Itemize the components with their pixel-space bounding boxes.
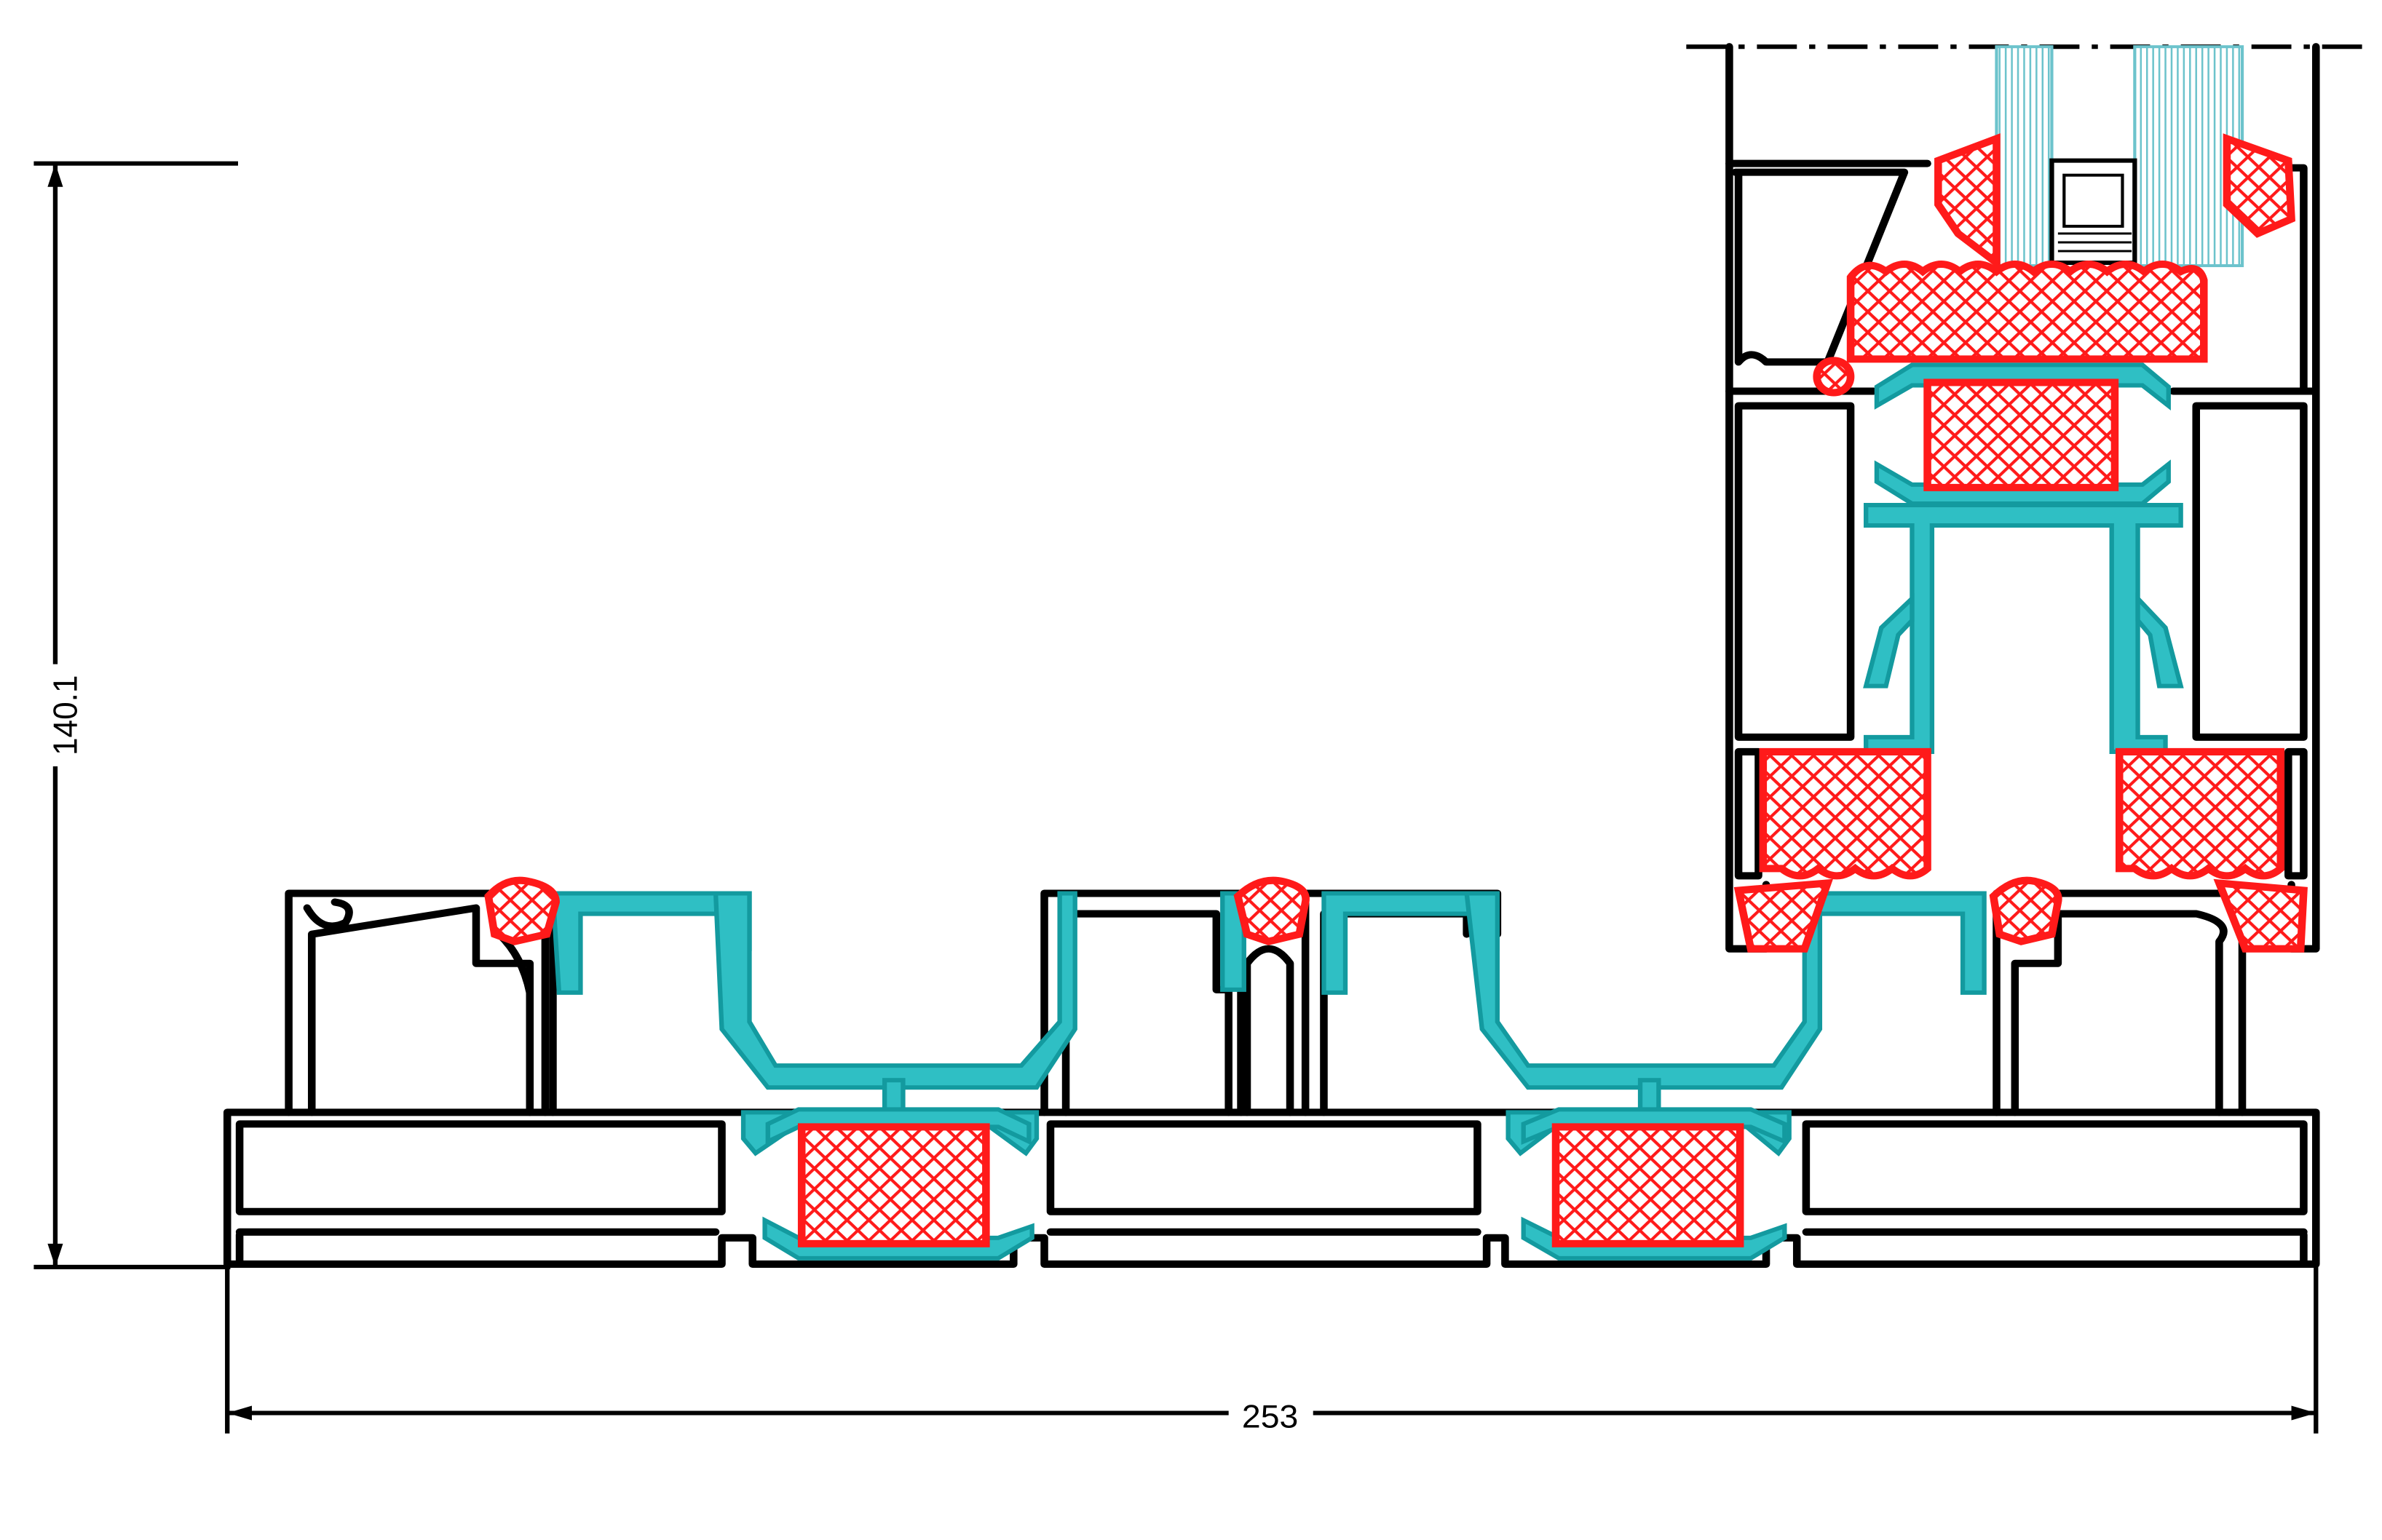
- height-dimension-label: 140.1: [46, 675, 84, 755]
- insulation-block-right: [1551, 1123, 1744, 1247]
- drain-gasket: [1813, 357, 1855, 397]
- sash-foot-gaskets: [1733, 878, 2308, 953]
- sash-insulation-right: [2115, 747, 2285, 880]
- height-dimension: 140.1: [21, 161, 238, 1269]
- sash-insulation-top: [1846, 261, 2208, 363]
- sash-insulation-left: [1759, 747, 1931, 880]
- bottom-track-frame: [223, 1108, 2320, 1268]
- width-dimension-label: 253: [1242, 1399, 1298, 1435]
- insulation-block-left: [797, 1123, 990, 1247]
- bottom-gaskets: [484, 876, 2062, 945]
- width-dimension: 253: [225, 1255, 2319, 1435]
- glass-unit: [1995, 45, 2244, 268]
- glazing-gaskets: [1934, 133, 2295, 271]
- right-sash: [1993, 889, 2247, 1116]
- thermal-break-upper: [1863, 362, 2184, 754]
- thermal-break-right: [1321, 891, 1987, 1261]
- left-fixed-sash: [285, 889, 557, 1116]
